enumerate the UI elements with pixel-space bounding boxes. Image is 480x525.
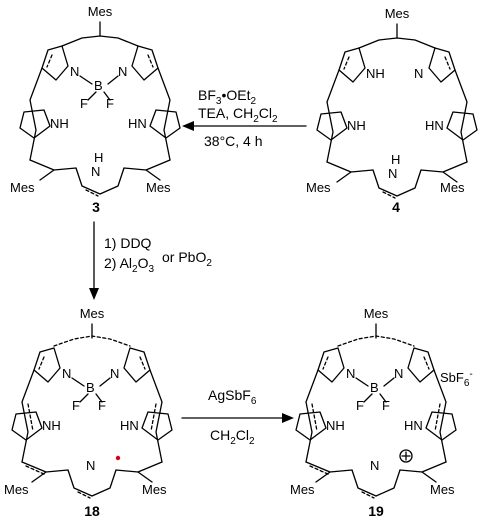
compound-18-mes-right: Mes xyxy=(142,482,167,497)
compound-18-hn-right: HN xyxy=(120,418,139,433)
compound-19-label: 19 xyxy=(368,503,384,519)
compound-19-hn-right: HN xyxy=(404,418,423,433)
compound-19-mes-left: Mes xyxy=(290,482,315,497)
compound-3-h-bottom: H xyxy=(94,150,103,165)
compound-3-n-right: N xyxy=(118,64,127,79)
compound-3-structure: Mes N N B F F NH HN H N Mes Mes 3 xyxy=(10,4,181,215)
solvent-ch2cl2: CH2Cl2 xyxy=(210,427,255,447)
compound-19-f-left: F xyxy=(356,398,364,413)
compound-4-n-top-right: N xyxy=(414,66,423,81)
compound-4-nh-left: NH xyxy=(347,118,366,133)
compound-19-structure: Mes N N B F F NH HN N Mes Mes SbF6- xyxy=(290,306,473,519)
reagent-bf3-oet2: BF3•OEt2 xyxy=(198,87,256,107)
compound-19-n-right: N xyxy=(394,366,403,381)
compound-4-hn-right: HN xyxy=(425,118,444,133)
reaction-arrow-18-to-19: AgSbF6 CH2Cl2 xyxy=(181,387,294,447)
compound-18-f-left: F xyxy=(72,398,80,413)
compound-18-mes-left: Mes xyxy=(4,482,29,497)
compound-3-mes-right: Mes xyxy=(146,180,171,195)
compound-18-boron: B xyxy=(86,380,95,395)
compound-3-mes-top: Mes xyxy=(88,4,113,19)
compound-18-structure: Mes N N B F F NH HN N Mes Mes 18 xyxy=(4,306,173,519)
compound-18-nh-left: NH xyxy=(42,418,61,433)
compound-18-mes-top: Mes xyxy=(80,306,105,321)
cation-plus-icon xyxy=(399,449,413,463)
reaction-arrow-3-to-18: 1) DDQ 2) Al2O3 or PbO2 xyxy=(89,221,212,300)
compound-3-hn-right: HN xyxy=(128,116,147,131)
compound-4-h-bottom: H xyxy=(391,152,400,167)
compound-4-mes-left: Mes xyxy=(306,180,331,195)
compound-3-label: 3 xyxy=(92,199,100,215)
counterion-sbf6: SbF6- xyxy=(440,369,473,389)
compound-18-n-bottom: N xyxy=(86,458,95,473)
compound-3-mes-left: Mes xyxy=(10,180,35,195)
reagent-al2o3: 2) Al2O3 xyxy=(104,255,154,275)
radical-dot xyxy=(115,455,121,461)
compound-3-f-right: F xyxy=(106,96,114,111)
compound-18-n-right: N xyxy=(110,366,119,381)
compound-19-f-right: F xyxy=(382,398,390,413)
compound-19-mes-right: Mes xyxy=(430,482,455,497)
compound-4-mes-top: Mes xyxy=(385,6,410,21)
compound-18-label: 18 xyxy=(84,503,100,519)
compound-3-boron: B xyxy=(94,78,103,93)
compound-18-f-right: F xyxy=(98,398,106,413)
reagent-pbo2: or PbO2 xyxy=(162,249,212,269)
compound-4-structure: Mes NH N NH HN H N Mes Mes 4 xyxy=(306,6,478,215)
compound-19-n-left: N xyxy=(346,366,355,381)
compound-19-mes-top: Mes xyxy=(364,306,389,321)
compound-4-mes-right: Mes xyxy=(440,180,465,195)
compound-3-f-left: F xyxy=(80,96,88,111)
compound-19-n-bottom: N xyxy=(370,458,379,473)
compound-19-boron: B xyxy=(370,380,379,395)
compound-3-n-left: N xyxy=(70,64,79,79)
compound-4-nh-top-left: NH xyxy=(366,66,385,81)
compound-4-label: 4 xyxy=(392,199,400,215)
compound-18-n-left: N xyxy=(62,366,71,381)
compound-4-n-bottom: N xyxy=(388,166,397,181)
condition-temp-time: 38°C, 4 h xyxy=(204,133,263,149)
compound-3-n-bottom: N xyxy=(91,164,100,179)
reaction-arrow-4-to-3: BF3•OEt2 TEA, CH2Cl2 38°C, 4 h xyxy=(182,87,307,149)
compound-3-nh-left: NH xyxy=(50,116,69,131)
reagent-tea-ch2cl2: TEA, CH2Cl2 xyxy=(198,105,278,125)
compound-19-nh-left: NH xyxy=(326,418,345,433)
reagent-agsbf6: AgSbF6 xyxy=(208,387,257,407)
reagent-ddq: 1) DDQ xyxy=(104,235,152,251)
